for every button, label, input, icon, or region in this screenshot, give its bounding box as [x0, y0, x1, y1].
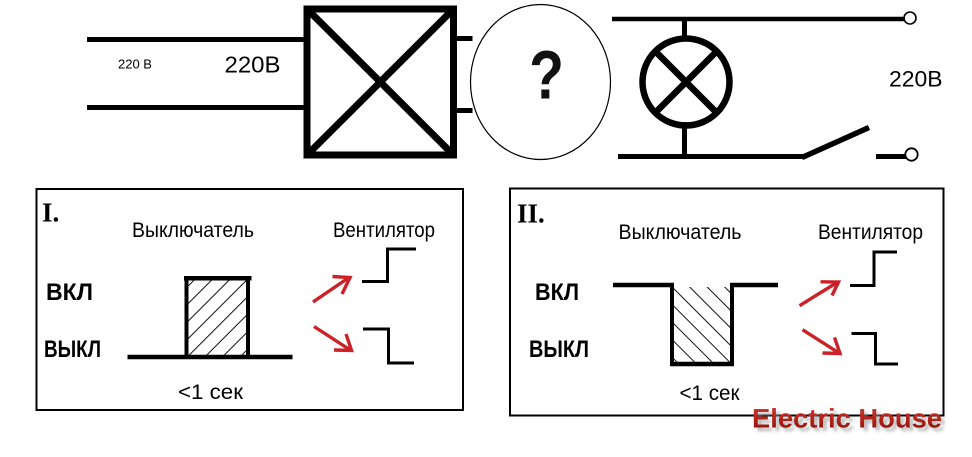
svg-text:Выключатель: Выключатель	[619, 220, 742, 244]
svg-text:ВКЛ: ВКЛ	[535, 279, 579, 306]
svg-text:I.: I.	[42, 198, 59, 228]
svg-text:II.: II.	[517, 199, 545, 229]
svg-text:Electric House: Electric House	[752, 404, 942, 434]
svg-text:ВЫКЛ: ВЫКЛ	[529, 336, 589, 363]
svg-text:<1 сек: <1 сек	[680, 382, 741, 405]
svg-text:?: ?	[529, 38, 564, 114]
svg-text:220В: 220В	[889, 67, 943, 92]
svg-text:ВЫКЛ: ВЫКЛ	[44, 336, 101, 363]
svg-text:ВКЛ: ВКЛ	[46, 279, 93, 306]
svg-text:Вентилятор: Вентилятор	[818, 220, 923, 244]
svg-text:220 В: 220 В	[118, 57, 152, 72]
svg-text:220В: 220В	[225, 52, 281, 78]
svg-text:Electric House: Electric House	[756, 407, 946, 437]
svg-text:Вентилятор: Вентилятор	[333, 218, 435, 242]
svg-text:<1 сек: <1 сек	[178, 381, 244, 404]
svg-text:Выключатель: Выключатель	[132, 218, 254, 242]
